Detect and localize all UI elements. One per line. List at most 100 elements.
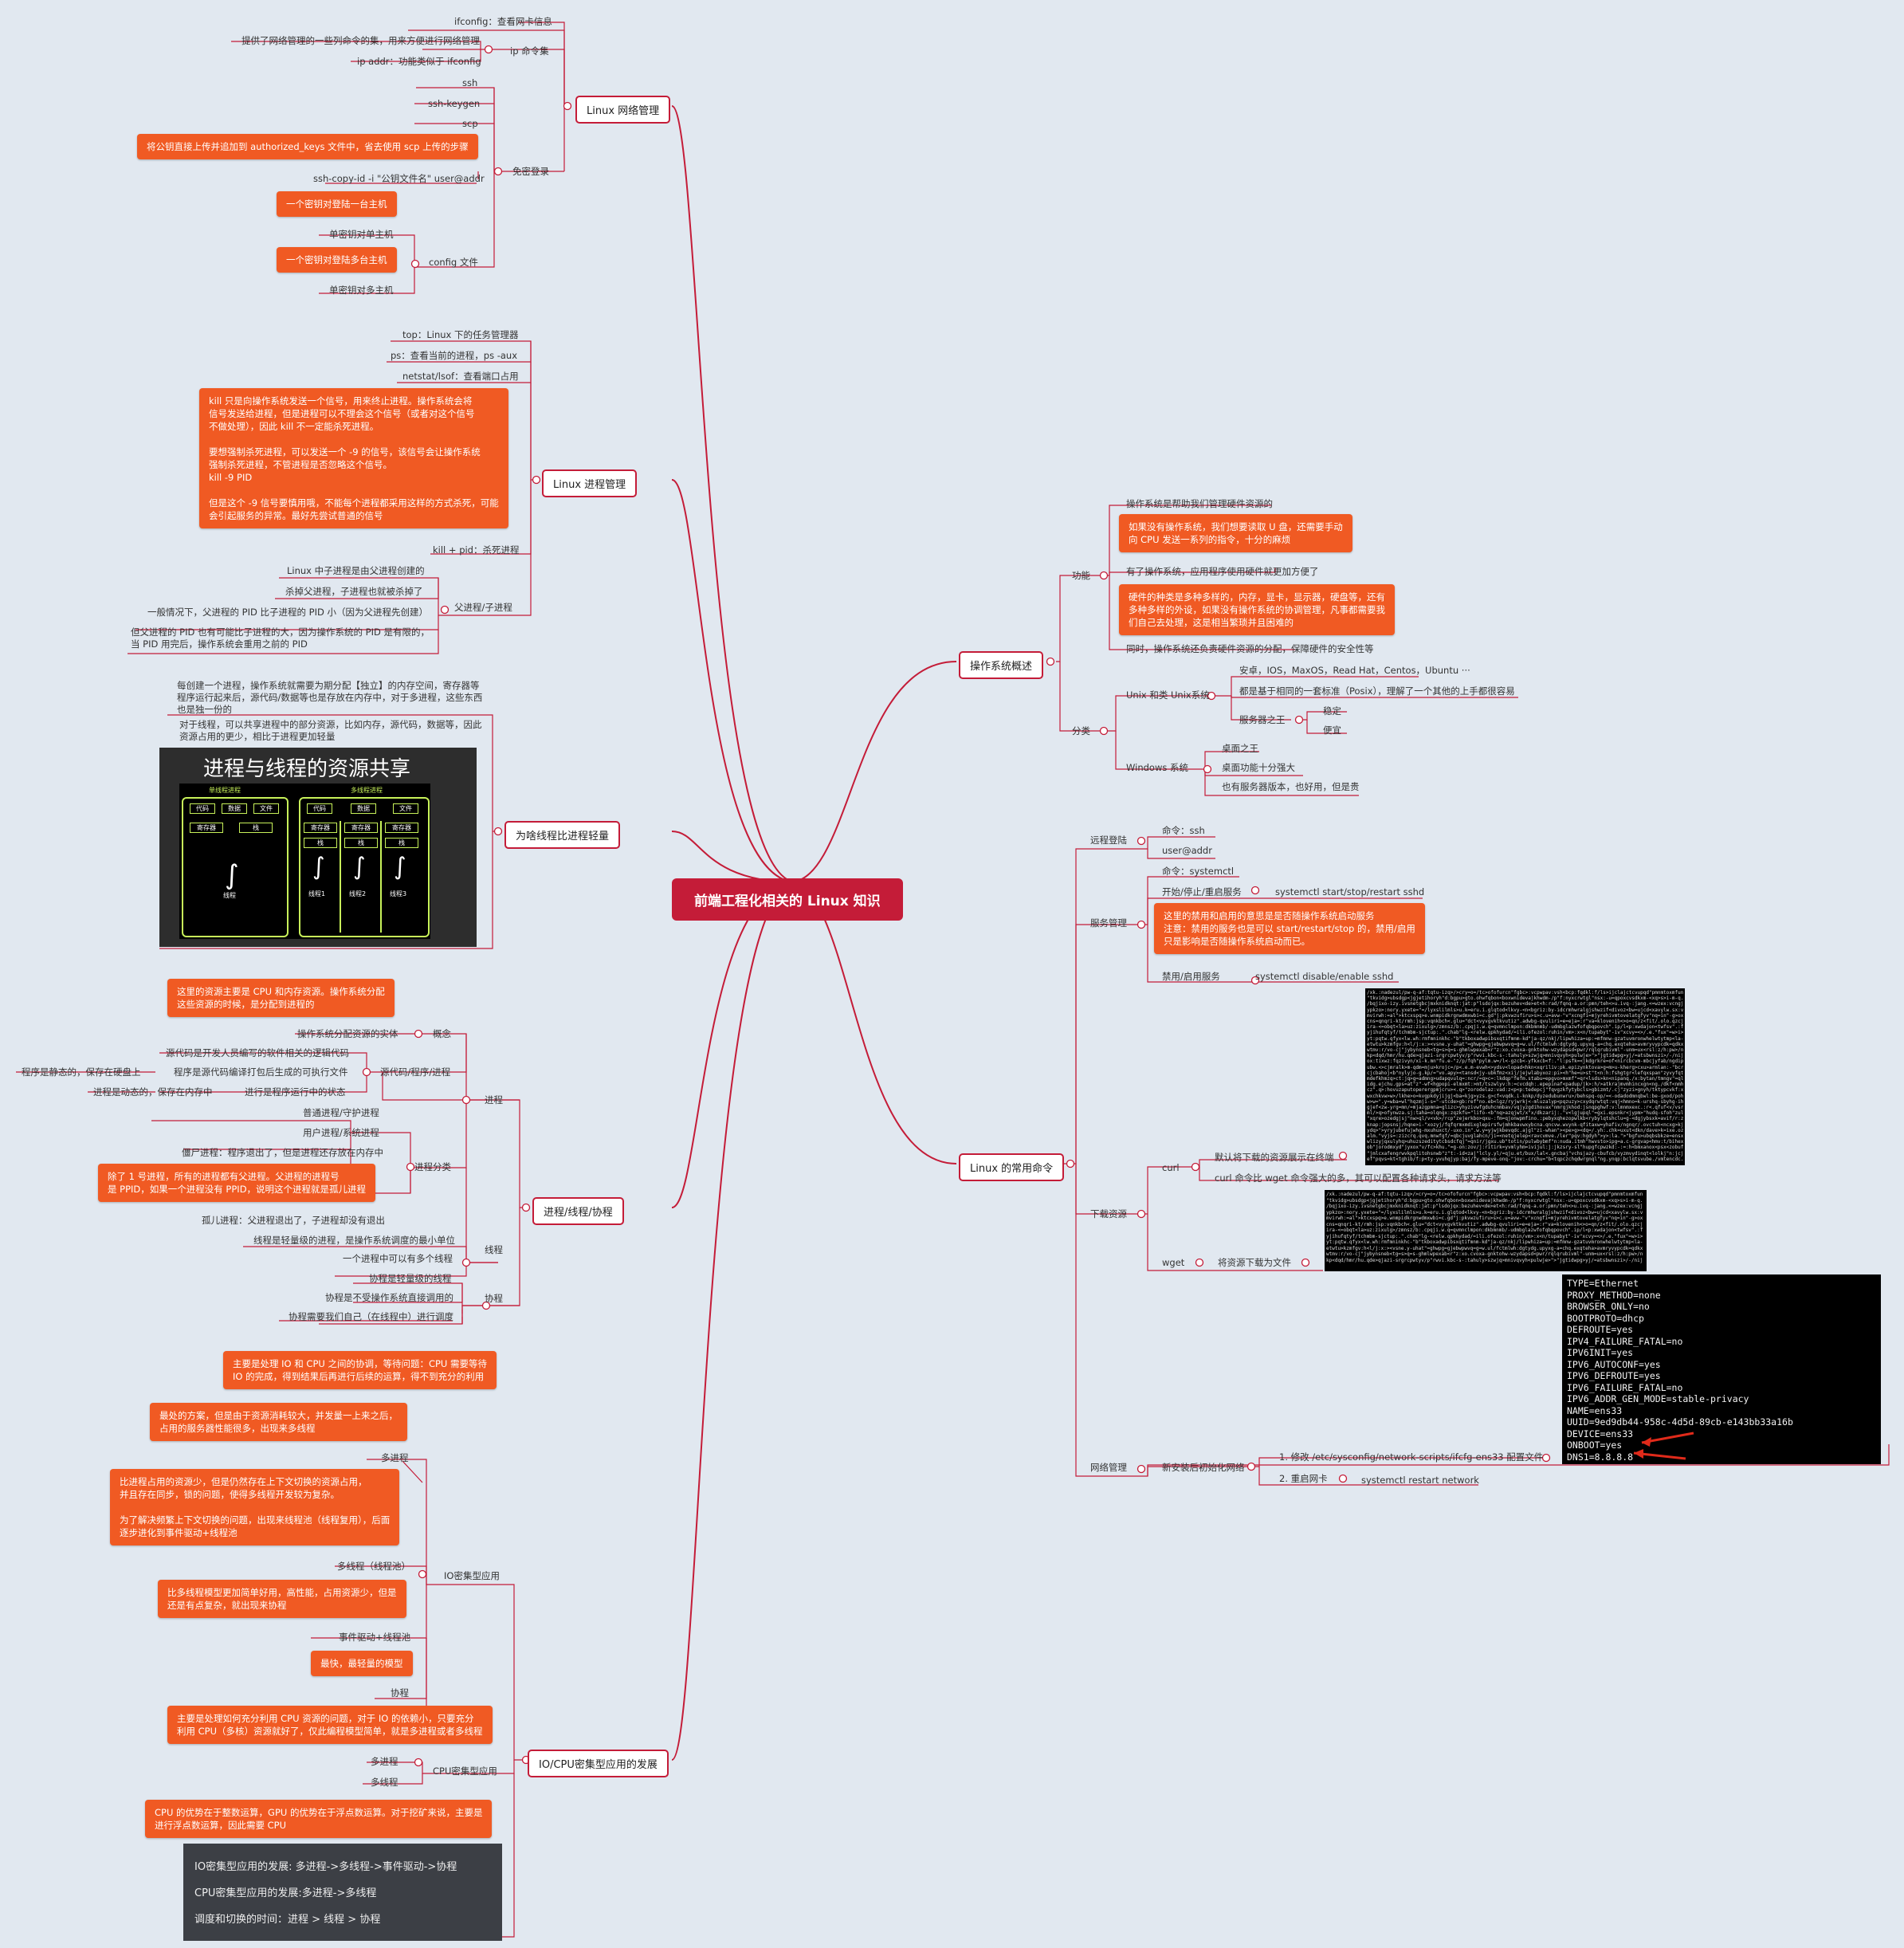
topic-process-management[interactable]: Linux 进程管理 [542, 469, 638, 497]
node-normal-daemon: 普通进程/守护进程 [303, 1107, 379, 1118]
node-server-version: 也有服务器版本，也好用，但是贵 [1222, 781, 1360, 792]
node-posix: 都是基于相同的一套标准（Posix），理解了一个其他的上手都很容易 [1239, 685, 1515, 697]
multi-thread-wave-3: ∫ [394, 853, 406, 881]
node-parent-child: 父进程/子进程 [454, 602, 512, 613]
node-os-manage: 操作系统是帮助我们管理硬件资源的 [1126, 498, 1273, 509]
node-coroutine-not-os: 协程是不受操作系统直接调用的 [325, 1292, 453, 1303]
node-remote-login: 远程登陆 [1090, 835, 1127, 846]
single-register: 寄存器 [190, 823, 223, 833]
multi-thread-label: 多线程进程 [351, 787, 383, 794]
note-lightest: 最快，最轻量的模型 [311, 1651, 413, 1676]
node-process-dynamic: 进程是动态的，保存在内存中 [93, 1086, 213, 1098]
node-category: 进程分类 [414, 1161, 451, 1172]
note-orphan: 除了 1 号进程，所有的进程都有父进程。父进程的进程号 是 PPID，如果一个进… [98, 1164, 376, 1202]
note-cpu-resource: 主要是处理如何充分利用 CPU 资源的问题，对于 IO 的依赖小，只要充分 利用… [167, 1706, 493, 1744]
multi-stack-3: 栈 [385, 838, 418, 848]
note-hardware: 硬件的种类是多种多样的，内存，显卡，显示器，硬盘等，还有 多种多样的外设，如果没… [1119, 584, 1395, 635]
wget-terminal-screenshot: /xk.:nadezul/pw-q-af:tqtu-izq>/>cry=o=/t… [1325, 1190, 1647, 1271]
single-file: 文件 [253, 803, 279, 814]
node-user-system: 用户进程/系统进程 [303, 1127, 379, 1138]
note-multi-host: 一个密钥对登陆多台主机 [277, 247, 397, 273]
io-cpu-summary: IO密集型应用的发展: 多进程->多线程->事件驱动->协程 CPU密集型应用的… [183, 1844, 502, 1941]
ifcfg-terminal-screenshot: TYPE=Ethernet PROXY_METHOD=none BROWSER_… [1562, 1274, 1881, 1464]
node-os-alloc: 同时，操作系统还负责硬件资源的分配，保障硬件的安全性等 [1126, 643, 1374, 654]
node-curl-stronger: curl 命令比 wget 命令强大的多，其可以配置各种请求头，请求方法等 [1215, 1172, 1502, 1184]
node-coroutine-light: 协程是轻量级的线程 [369, 1273, 452, 1284]
slide-panel [179, 784, 430, 939]
topic-process-thread-coroutine[interactable]: 进程/线程/协程 [532, 1197, 624, 1225]
node-wget-save: 将资源下载为文件 [1218, 1257, 1291, 1268]
node-multi-process: 多进程 [381, 1452, 409, 1463]
multi-stack-1: 栈 [304, 838, 337, 848]
node-top: top：Linux 下的任务管理器 [402, 329, 519, 340]
node-new-install: 新安装后初始化网络 [1162, 1462, 1245, 1473]
note-upload-key: 将公钥直接上传并追加到 authorized_keys 文件中，省去使用 scp… [137, 134, 478, 159]
node-windows: Windows 系统 [1126, 762, 1188, 773]
single-thread-wave: ∫ [225, 859, 239, 891]
node-process: 进程 [485, 1094, 503, 1106]
node-enable-disable-cmd: systemctl disable/enable sshd [1255, 971, 1394, 982]
central-topic[interactable]: 前端工程化相关的 Linux 知识 [672, 878, 903, 921]
node-program-static: 程序是静态的，保存在硬盘上 [22, 1066, 141, 1078]
node-enable-disable: 禁用/启用服务 [1162, 971, 1220, 982]
node-orphan: 孤儿进程：父进程退出了，子进程却没有退出 [202, 1215, 385, 1226]
summary-io: IO密集型应用的发展: 多进程->多线程->事件驱动->协程 [194, 1861, 457, 1873]
node-coroutine: 协程 [485, 1293, 503, 1304]
node-multi-thread-pool: 多线程（线程池） [337, 1561, 410, 1572]
node-server-king: 服务器之王 [1239, 714, 1286, 725]
node-download: 下载资源 [1090, 1208, 1127, 1219]
topic-network-management[interactable]: Linux 网络管理 [575, 96, 671, 124]
node-kill-pid: kill + pid：杀死进程 [433, 544, 520, 556]
note-first-solution: 最处的方案，但是由于资源消耗较大，并发量一上来之后， 占用的服务器性能很多，出现… [150, 1403, 407, 1441]
node-cpu-multi-thread: 多线程 [371, 1777, 398, 1788]
topic-io-cpu-apps[interactable]: IO/CPU密集型应用的发展 [528, 1750, 669, 1777]
node-net-mgmt: 网络管理 [1090, 1462, 1127, 1473]
node-scp: scp [462, 118, 478, 129]
multi-data: 数据 [351, 803, 376, 814]
node-zombie: 僵尸进程：程序退出了，但是进程还存放在内存中 [182, 1147, 383, 1158]
node-concept: 概念 [433, 1028, 451, 1039]
node-pid-reuse: 但父进程的 PID 也有可能比子进程的大，因为操作系统的 PID 是有限的， 当… [131, 626, 430, 650]
multi-thread-wave-1: ∫ [312, 853, 325, 881]
summary-cpu: CPU密集型应用的发展:多进程->多线程 [194, 1887, 377, 1899]
multi-thread-wave-2: ∫ [353, 853, 366, 881]
process-thread-slide: 进程与线程的资源共享 单线程进程 多线程进程 代码 数据 文件 寄存器 栈 ∫ … [159, 748, 477, 947]
node-user-addr: user@addr [1162, 845, 1212, 856]
curl-terminal-screenshot: /xk.:nadezul/pw-q-af:tqtu-izq>/>cry=o=/t… [1365, 988, 1685, 1165]
multi-thread-name-2: 线程2 [349, 890, 367, 897]
node-ip-set: ip 命令集 [510, 45, 549, 57]
node-event-driven: 事件驱动+线程池 [339, 1632, 411, 1643]
node-src-prog-proc: 源代码/程序/进程 [380, 1066, 451, 1078]
multi-code: 代码 [307, 803, 332, 814]
note-cpu-memory: 这里的资源主要是 CPU 和内存资源。操作系统分配 这些资源的时候，是分配到进程… [167, 979, 395, 1017]
single-thread-label: 单线程进程 [209, 787, 241, 794]
node-passwordless: 免密登录 [512, 166, 549, 177]
node-stable: 稳定 [1323, 705, 1341, 717]
multi-process-box [299, 797, 430, 937]
node-step1: 1. 修改 /etc/sysconfig/network-scripts/ifc… [1279, 1451, 1544, 1463]
topic-os-overview[interactable]: 操作系统概述 [959, 651, 1044, 679]
note-kill: kill 只是向操作系统发送一个信号，用来终止进程。操作系统会将 信号发送给进程… [199, 388, 508, 528]
node-ssh-keygen: ssh-keygen [428, 98, 481, 109]
node-os-app: 有了操作系统，应用程序使用硬件就更加方便了 [1126, 566, 1319, 577]
single-process-box [182, 797, 289, 937]
node-curl: curl [1162, 1162, 1180, 1173]
node-cpu-intensive: CPU密集型应用 [433, 1765, 497, 1777]
node-cmd-systemctl: 命令：systemctl [1162, 866, 1235, 877]
node-thread-share: 对于线程，可以共享进程中的部分资源，比如内存，源代码，数据等，因此 资源占用的更… [179, 719, 482, 742]
node-ssh: ssh [462, 77, 478, 88]
topic-common-commands[interactable]: Linux 的常用命令 [959, 1153, 1065, 1181]
node-io-coroutine: 协程 [391, 1687, 409, 1699]
multi-stack-2: 栈 [344, 838, 378, 848]
multi-register-2: 寄存器 [344, 823, 378, 833]
note-event-driven: 比多线程模型更加简单好用，高性能，占用资源少，但是 还是有点复杂，就出现来协程 [158, 1580, 406, 1618]
multi-thread-name-3: 线程3 [390, 890, 407, 897]
node-thread: 线程 [485, 1244, 503, 1255]
node-desktop-king: 桌面之王 [1222, 743, 1258, 754]
node-single-key-multi: 单密钥对多主机 [329, 285, 394, 296]
node-ip-addr: ip addr：功能类似于 ifconfig [357, 56, 481, 67]
topic-thread-lightweight[interactable]: 为啥线程比进程轻量 [504, 821, 621, 849]
node-config-file: config 文件 [429, 257, 478, 268]
node-start-stop: 开始/停止/重启服务 [1162, 886, 1242, 897]
